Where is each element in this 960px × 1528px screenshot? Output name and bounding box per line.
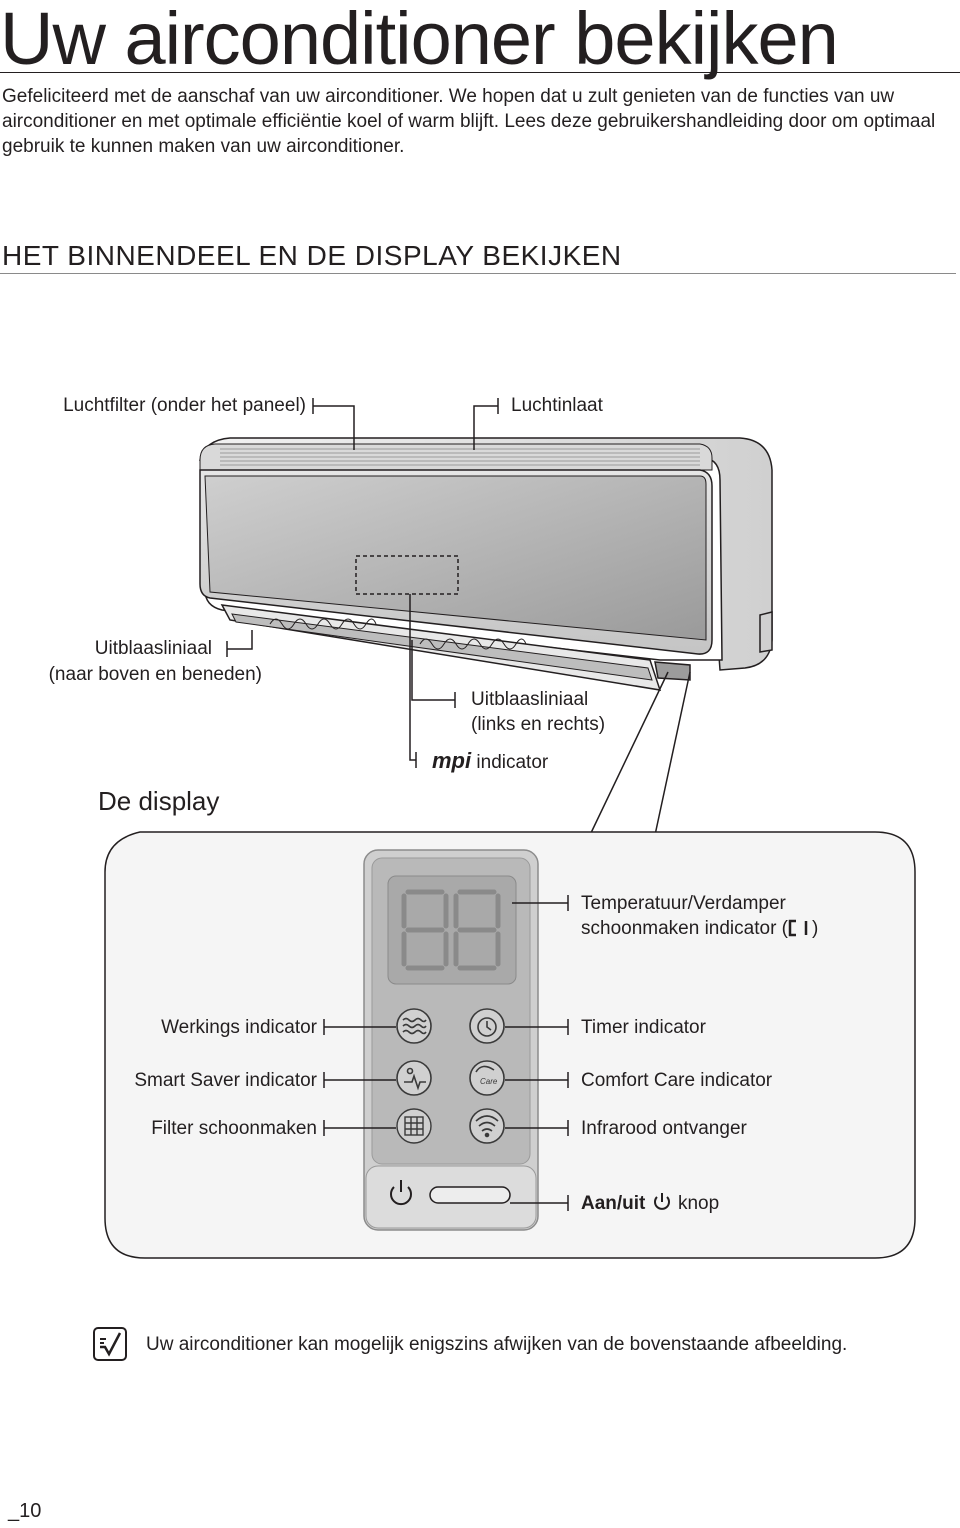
unit-leader-lines (226, 398, 499, 768)
label-smart-saver: Smart Saver indicator (134, 1070, 317, 1091)
intro-paragraph: Gefeliciteerd met de aanschaf van uw air… (2, 86, 936, 157)
care-icon-label: Care (480, 1077, 498, 1086)
display-title: De display (98, 786, 220, 816)
mpi-logo: mpi (432, 748, 472, 773)
section-rule (0, 273, 956, 274)
label-power-bold: Aan/uit (581, 1193, 646, 1214)
timer-icon (469, 1008, 505, 1044)
label-louver-updown-2: (naar boven en beneden) (48, 664, 262, 685)
page-number: _10 (8, 1500, 42, 1522)
label-infrared: Infrarood ontvanger (581, 1118, 747, 1139)
title-rule (0, 72, 960, 73)
label-power: Aan/uit knop (581, 1192, 719, 1219)
label-temperature-1: Temperatuur/Verdamper (581, 893, 786, 914)
display-callout-pointer (589, 671, 691, 836)
power-icon (390, 1180, 412, 1206)
indoor-unit-diagram: Care (104, 398, 916, 1259)
section-heading: HET BINNENDEEL EN DE DISPLAY BEKIJKEN (2, 240, 622, 271)
label-mpi-indicator: mpi indicator (432, 749, 548, 775)
indoor-unit (199, 437, 773, 691)
wifi-icon (469, 1108, 505, 1144)
comfort-care-icon: Care (469, 1060, 505, 1096)
label-power-suffix: knop (677, 1193, 720, 1214)
display-leader-lines (323, 895, 569, 1211)
mpi-suffix: indicator (476, 752, 549, 773)
label-temperature-2-suffix: ) (812, 918, 819, 939)
wave-icon (396, 1008, 432, 1044)
label-temperature-2: schoonmaken indicator () (581, 917, 818, 941)
display-panel (363, 849, 539, 1231)
power-inline-icon (653, 1192, 671, 1219)
power-button[interactable] (429, 1186, 511, 1204)
label-louver-leftright-1: Uitblaasliniaal (471, 689, 589, 710)
clean-symbol-icon (788, 919, 812, 937)
note-icon (93, 1327, 127, 1361)
label-air-inlet: Luchtinlaat (511, 395, 603, 416)
label-louver-leftright-2: (links en rechts) (471, 714, 606, 735)
mpi-region (355, 555, 459, 595)
label-operation: Werkings indicator (161, 1017, 317, 1038)
air-inlet-grille (220, 448, 700, 466)
label-air-filter: Luchtfilter (onder het paneel) (63, 395, 306, 416)
filter-icon (396, 1108, 432, 1144)
page-title: Uw airconditioner bekijken (0, 0, 839, 80)
note-text: Uw airconditioner kan mogelijk enigszins… (146, 1334, 848, 1355)
label-temperature-2-prefix: schoonmaken indicator ( (581, 918, 788, 939)
label-filter-clean: Filter schoonmaken (151, 1118, 317, 1139)
smart-saver-icon (396, 1060, 432, 1096)
label-comfort-care: Comfort Care indicator (581, 1070, 773, 1091)
louver-vanes (269, 618, 527, 650)
seven-segment-digits (401, 889, 501, 971)
label-louver-updown-1: Uitblaasliniaal (94, 638, 212, 659)
label-timer: Timer indicator (581, 1017, 706, 1038)
